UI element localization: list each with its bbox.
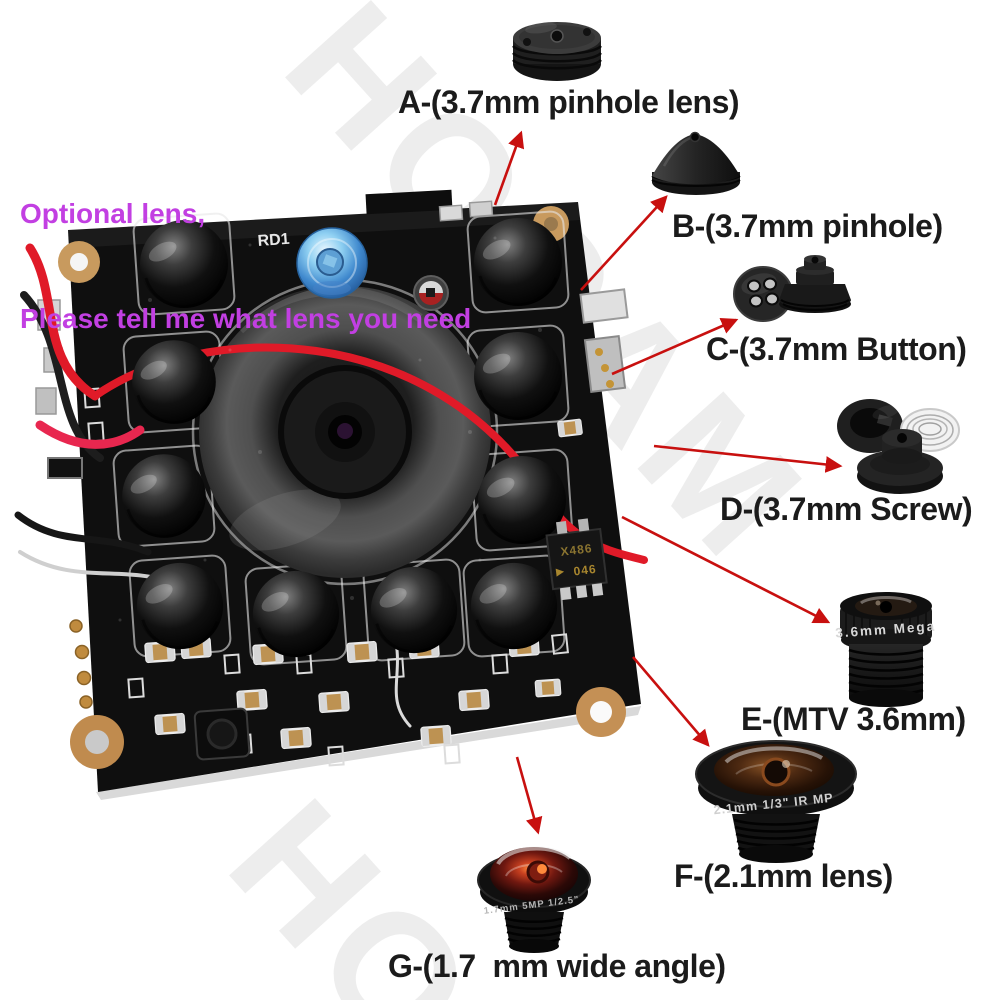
lens-a-image — [512, 22, 602, 81]
lens-f-label: F-(2.1mm lens) — [674, 858, 893, 894]
lens-a-label: A-(3.7mm pinhole lens) — [398, 84, 740, 120]
board-speckles — [118, 236, 542, 622]
inductor — [193, 707, 251, 761]
lens-g-label: G-(1.7 mm wide angle) — [388, 948, 726, 984]
lens-c-image — [733, 255, 851, 322]
white-wire — [394, 640, 412, 728]
ic-chip: X486 046 — [545, 518, 608, 601]
lens-f-image: 2.1mm 1/3" IR MP — [695, 740, 857, 863]
chip-marking-line1: X486 — [560, 541, 593, 559]
chip-dot-mark — [555, 568, 565, 577]
note-line-1: Optional lens, — [20, 198, 206, 229]
arrow-to-lens-a — [493, 130, 525, 206]
black-wire — [14, 511, 152, 556]
lens-e-image: 3.6mm Mega — [835, 592, 937, 707]
lens-d-label: D-(3.7mm Screw) — [720, 491, 973, 527]
arrow-to-lens-e — [621, 515, 831, 624]
arrow-to-lens-d — [653, 444, 843, 473]
arrow-to-lens-f — [632, 656, 710, 747]
gold-vias — [69, 619, 93, 709]
arrow-to-lens-b — [580, 195, 668, 291]
optional-lens-note: Optional lens, Please tell me what lens … — [20, 126, 471, 406]
lens-mount — [199, 286, 491, 578]
board-edge-side — [96, 706, 641, 800]
red-wire — [25, 243, 100, 401]
chip-marking-line2: 046 — [573, 562, 598, 579]
lens-c-label: C-(3.7mm Button) — [706, 331, 967, 367]
pointer-arrows — [493, 130, 843, 835]
pink-wire — [35, 420, 145, 449]
arrow-to-lens-g — [515, 756, 543, 835]
board-hole — [413, 275, 449, 311]
lens-b-image — [651, 131, 741, 195]
lens-b-label: B-(3.7mm pinhole) — [672, 208, 943, 244]
camera-board-photo: X486 046 RD1 — [14, 189, 648, 800]
lens-g-image: 1.7mm 5MP 1/2.5" — [477, 846, 591, 953]
board-silkscreen-text: RD1 — [257, 231, 290, 250]
lens-d-image — [837, 399, 960, 494]
arrow-to-lens-c — [611, 317, 739, 376]
light-sensor-led — [296, 227, 368, 299]
note-line-2: Please tell me what lens you need — [20, 303, 472, 334]
lens-e-ring-text: 3.6mm Mega — [835, 619, 937, 641]
lens-e-label: E-(MTV 3.6mm) — [741, 701, 966, 737]
corner-mount-holes — [58, 206, 626, 769]
